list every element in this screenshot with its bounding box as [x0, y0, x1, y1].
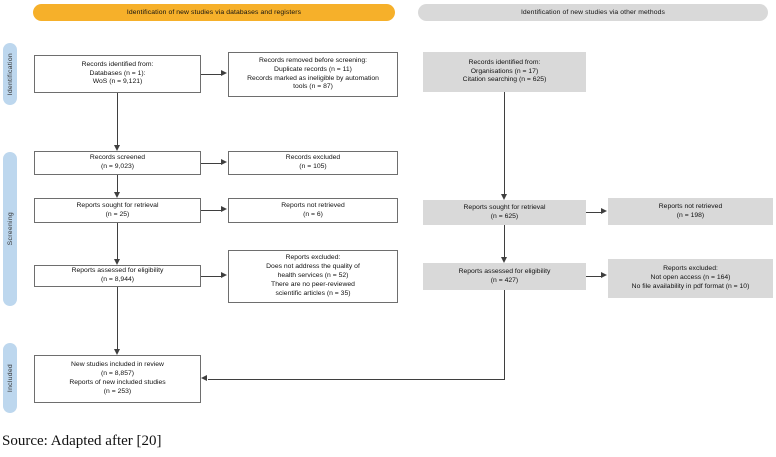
connector-line: [504, 225, 505, 258]
box-included-studies: New studies included in review (n = 8,85…: [34, 355, 201, 403]
connector-line: [208, 379, 505, 380]
box-reports-sought-other: Reports sought for retrieval (n = 625): [423, 200, 586, 225]
banner-databases-registers: Identification of new studies via databa…: [33, 4, 395, 21]
stage-tab-screening: Screening: [3, 152, 17, 306]
arrowhead-down-icon: [114, 192, 120, 198]
box-reports-excluded-db: Reports excluded: Does not address the q…: [228, 250, 398, 303]
arrowhead-down-icon: [501, 194, 507, 200]
arrowhead-down-icon: [501, 257, 507, 263]
connector-line: [201, 210, 222, 211]
connector-line: [117, 175, 118, 193]
connector-line: [117, 93, 118, 146]
arrowhead-down-icon: [114, 145, 120, 151]
arrowhead-right-icon: [221, 70, 227, 76]
stage-label-included: Included: [6, 363, 14, 393]
connector-line: [117, 223, 118, 260]
connector-line: [586, 212, 602, 213]
box-records-screened: Records screened (n = 9,023): [34, 151, 201, 175]
stage-label-identification: Identification: [6, 52, 14, 96]
stage-tab-included: Included: [3, 343, 17, 413]
box-reports-excluded-other: Reports excluded: Not open access (n = 1…: [608, 259, 773, 298]
box-reports-sought-db: Reports sought for retrieval (n = 25): [34, 198, 201, 223]
connector-line: [201, 276, 222, 277]
box-records-removed: Records removed before screening: Duplic…: [228, 52, 398, 97]
connector-line: [504, 290, 505, 380]
box-records-identified-db: Records identified from: Databases (n = …: [34, 55, 201, 93]
arrowhead-left-icon: [201, 375, 207, 381]
stage-tab-identification: Identification: [3, 43, 17, 105]
connector-line: [504, 92, 505, 195]
connector-line: [201, 74, 222, 75]
arrowhead-right-icon: [221, 159, 227, 165]
box-reports-not-retrieved-other: Reports not retrieved (n = 198): [608, 198, 773, 225]
box-reports-assessed-db: Reports assessed for eligibility (n = 8,…: [34, 265, 201, 287]
arrowhead-down-icon: [114, 259, 120, 265]
box-records-identified-other: Records identified from: Organisations (…: [423, 52, 586, 92]
connector-line: [586, 276, 602, 277]
connector-line: [117, 287, 118, 350]
arrowhead-right-icon: [221, 206, 227, 212]
arrowhead-right-icon: [221, 272, 227, 278]
source-note: Source: Adapted after [20]: [2, 433, 162, 449]
arrowhead-right-icon: [601, 272, 607, 278]
box-records-excluded: Records excluded (n = 105): [228, 151, 398, 175]
stage-label-screening: Screening: [6, 212, 14, 246]
box-reports-assessed-other: Reports assessed for eligibility (n = 42…: [423, 263, 586, 290]
arrowhead-right-icon: [601, 208, 607, 214]
box-reports-not-retrieved-db: Reports not retrieved (n = 6): [228, 198, 398, 223]
arrowhead-down-icon: [114, 349, 120, 355]
connector-line: [201, 163, 222, 164]
banner-other-methods: Identification of new studies via other …: [418, 4, 768, 21]
